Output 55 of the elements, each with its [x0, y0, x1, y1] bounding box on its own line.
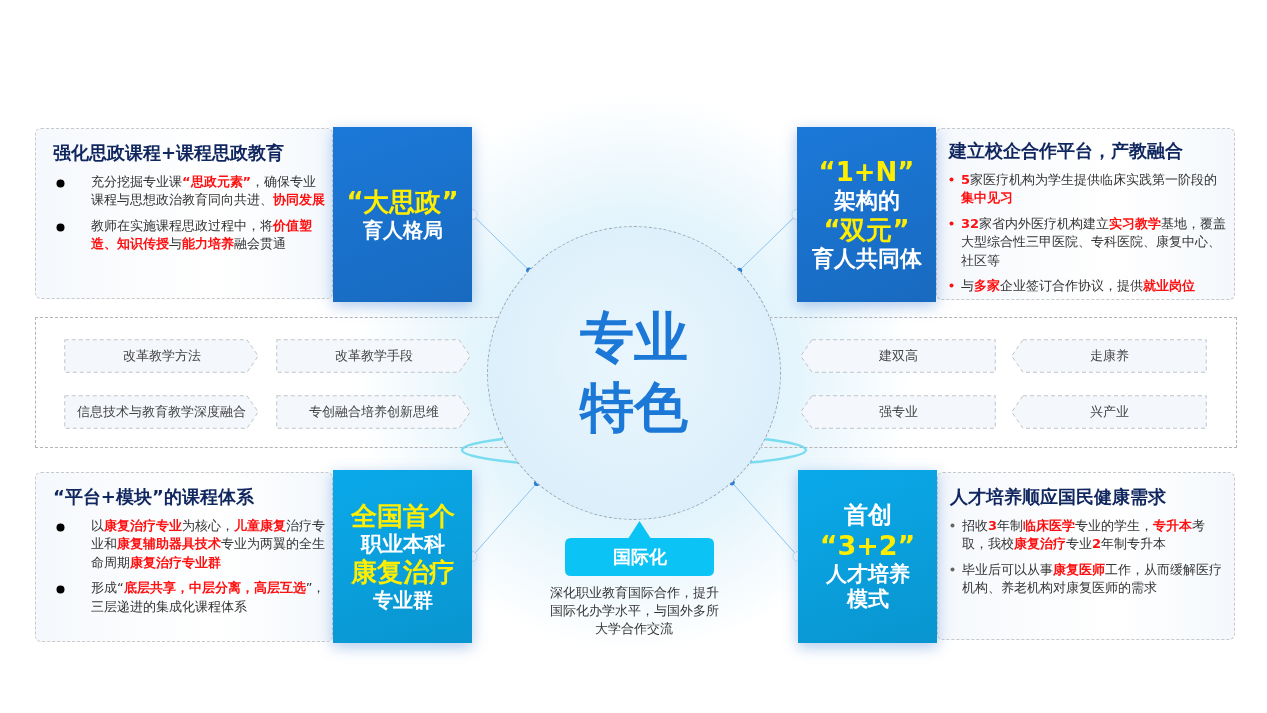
bullet-text: 教师在实施课程思政过程中，将价值塑造、知识传授与能力培养融会贯通 — [91, 216, 313, 254]
callout-box — [565, 521, 714, 576]
box-label: 育人共同体 — [811, 245, 922, 273]
feature-box — [798, 470, 937, 643]
box-label: 全国首个 — [350, 500, 455, 532]
box-label: 模式 — [846, 587, 889, 613]
info-card — [937, 472, 1235, 640]
bullet-text: 形成“底层共享，中层分离，高层互选”，三层递进的集成化课程体系 — [91, 579, 326, 616]
chevron-label: 改革教学方法 — [122, 347, 201, 365]
box-label: 育人格局 — [362, 218, 443, 243]
card-heading: “平台+模块”的课程体系 — [53, 485, 255, 509]
box-label: 人才培养 — [825, 561, 910, 588]
box-label: 架构的 — [833, 188, 900, 215]
chevron-tag — [1011, 395, 1207, 429]
bullet-text: 毕业后可以从事康复医师工作，从而缓解医疗机构、养老机构对康复医师的需求 — [962, 560, 1223, 598]
caption-text: 深化职业教育国际合作，提升国际化办学水平，与国外多所大学合作交流 — [548, 584, 720, 639]
card-heading: 建立校企合作平台，产教融合 — [949, 139, 1184, 163]
card-heading: 强化思政课程+课程思政教育 — [53, 141, 286, 165]
chevron-tag — [64, 395, 259, 429]
chevron-tag — [800, 395, 996, 429]
bullet-text: 充分挖掘专业课“思政元素”，确保专业课程与思想政治教育同向共进、协同发展 — [91, 173, 326, 210]
info-card — [35, 128, 333, 299]
chevron-tag — [1011, 339, 1207, 373]
box-label: 专业群 — [372, 588, 433, 613]
bullet-text: 与多家企业签订合作协议，提供就业岗位 — [961, 277, 1196, 296]
info-card — [35, 472, 333, 642]
feature-box — [333, 127, 472, 302]
bullet-text: 5家医疗机构为学生提供临床实践第一阶段的集中见习 — [961, 171, 1219, 208]
card-heading: 人才培养顺应国民健康需求 — [950, 485, 1167, 509]
bullet-text: 32家省内外医疗机构建立实习教学基地，覆盖大型综合性三甲医院、专科医院、康复中心、社区等 — [961, 214, 1228, 270]
chevron-label: 强专业 — [878, 403, 918, 421]
box-label: “1+N” — [818, 156, 915, 189]
chevron-tag — [276, 339, 471, 373]
chevron-label: 建双高 — [878, 347, 918, 365]
feature-box — [797, 127, 936, 302]
chevron-tag — [800, 339, 996, 373]
box-label: “3+2” — [819, 529, 916, 562]
box-label: 康复治疗 — [350, 557, 455, 589]
feature-box — [333, 470, 472, 643]
box-label: “大思政” — [346, 186, 459, 219]
info-card — [936, 128, 1235, 300]
callout-label: 国际化 — [612, 545, 667, 569]
bullet-text: 以康复治疗专业为核心，儿童康复治疗专业和康复辅助器具技术专业为两翼的全生命周期康复治疗专业群 — [91, 517, 326, 572]
chevron-label: 信息技术与教育教学深度融合 — [77, 403, 246, 421]
chevron-tag — [64, 339, 259, 373]
bullet-text: 招收3年制临床医学专业的学生，专升本考取，我校康复治疗专业2年制专升本 — [962, 517, 1207, 554]
box-label: “双元” — [823, 214, 910, 246]
chevron-tag — [276, 395, 471, 429]
center-title: 专业特色 — [578, 304, 689, 441]
chevron-label: 改革教学手段 — [334, 347, 413, 365]
chevron-label: 专创融合培养创新思维 — [308, 403, 439, 421]
chevron-label: 兴产业 — [1089, 403, 1129, 421]
box-label: 职业本科 — [360, 531, 445, 558]
box-label: 首创 — [843, 500, 892, 530]
chevron-label: 走康养 — [1089, 347, 1129, 365]
